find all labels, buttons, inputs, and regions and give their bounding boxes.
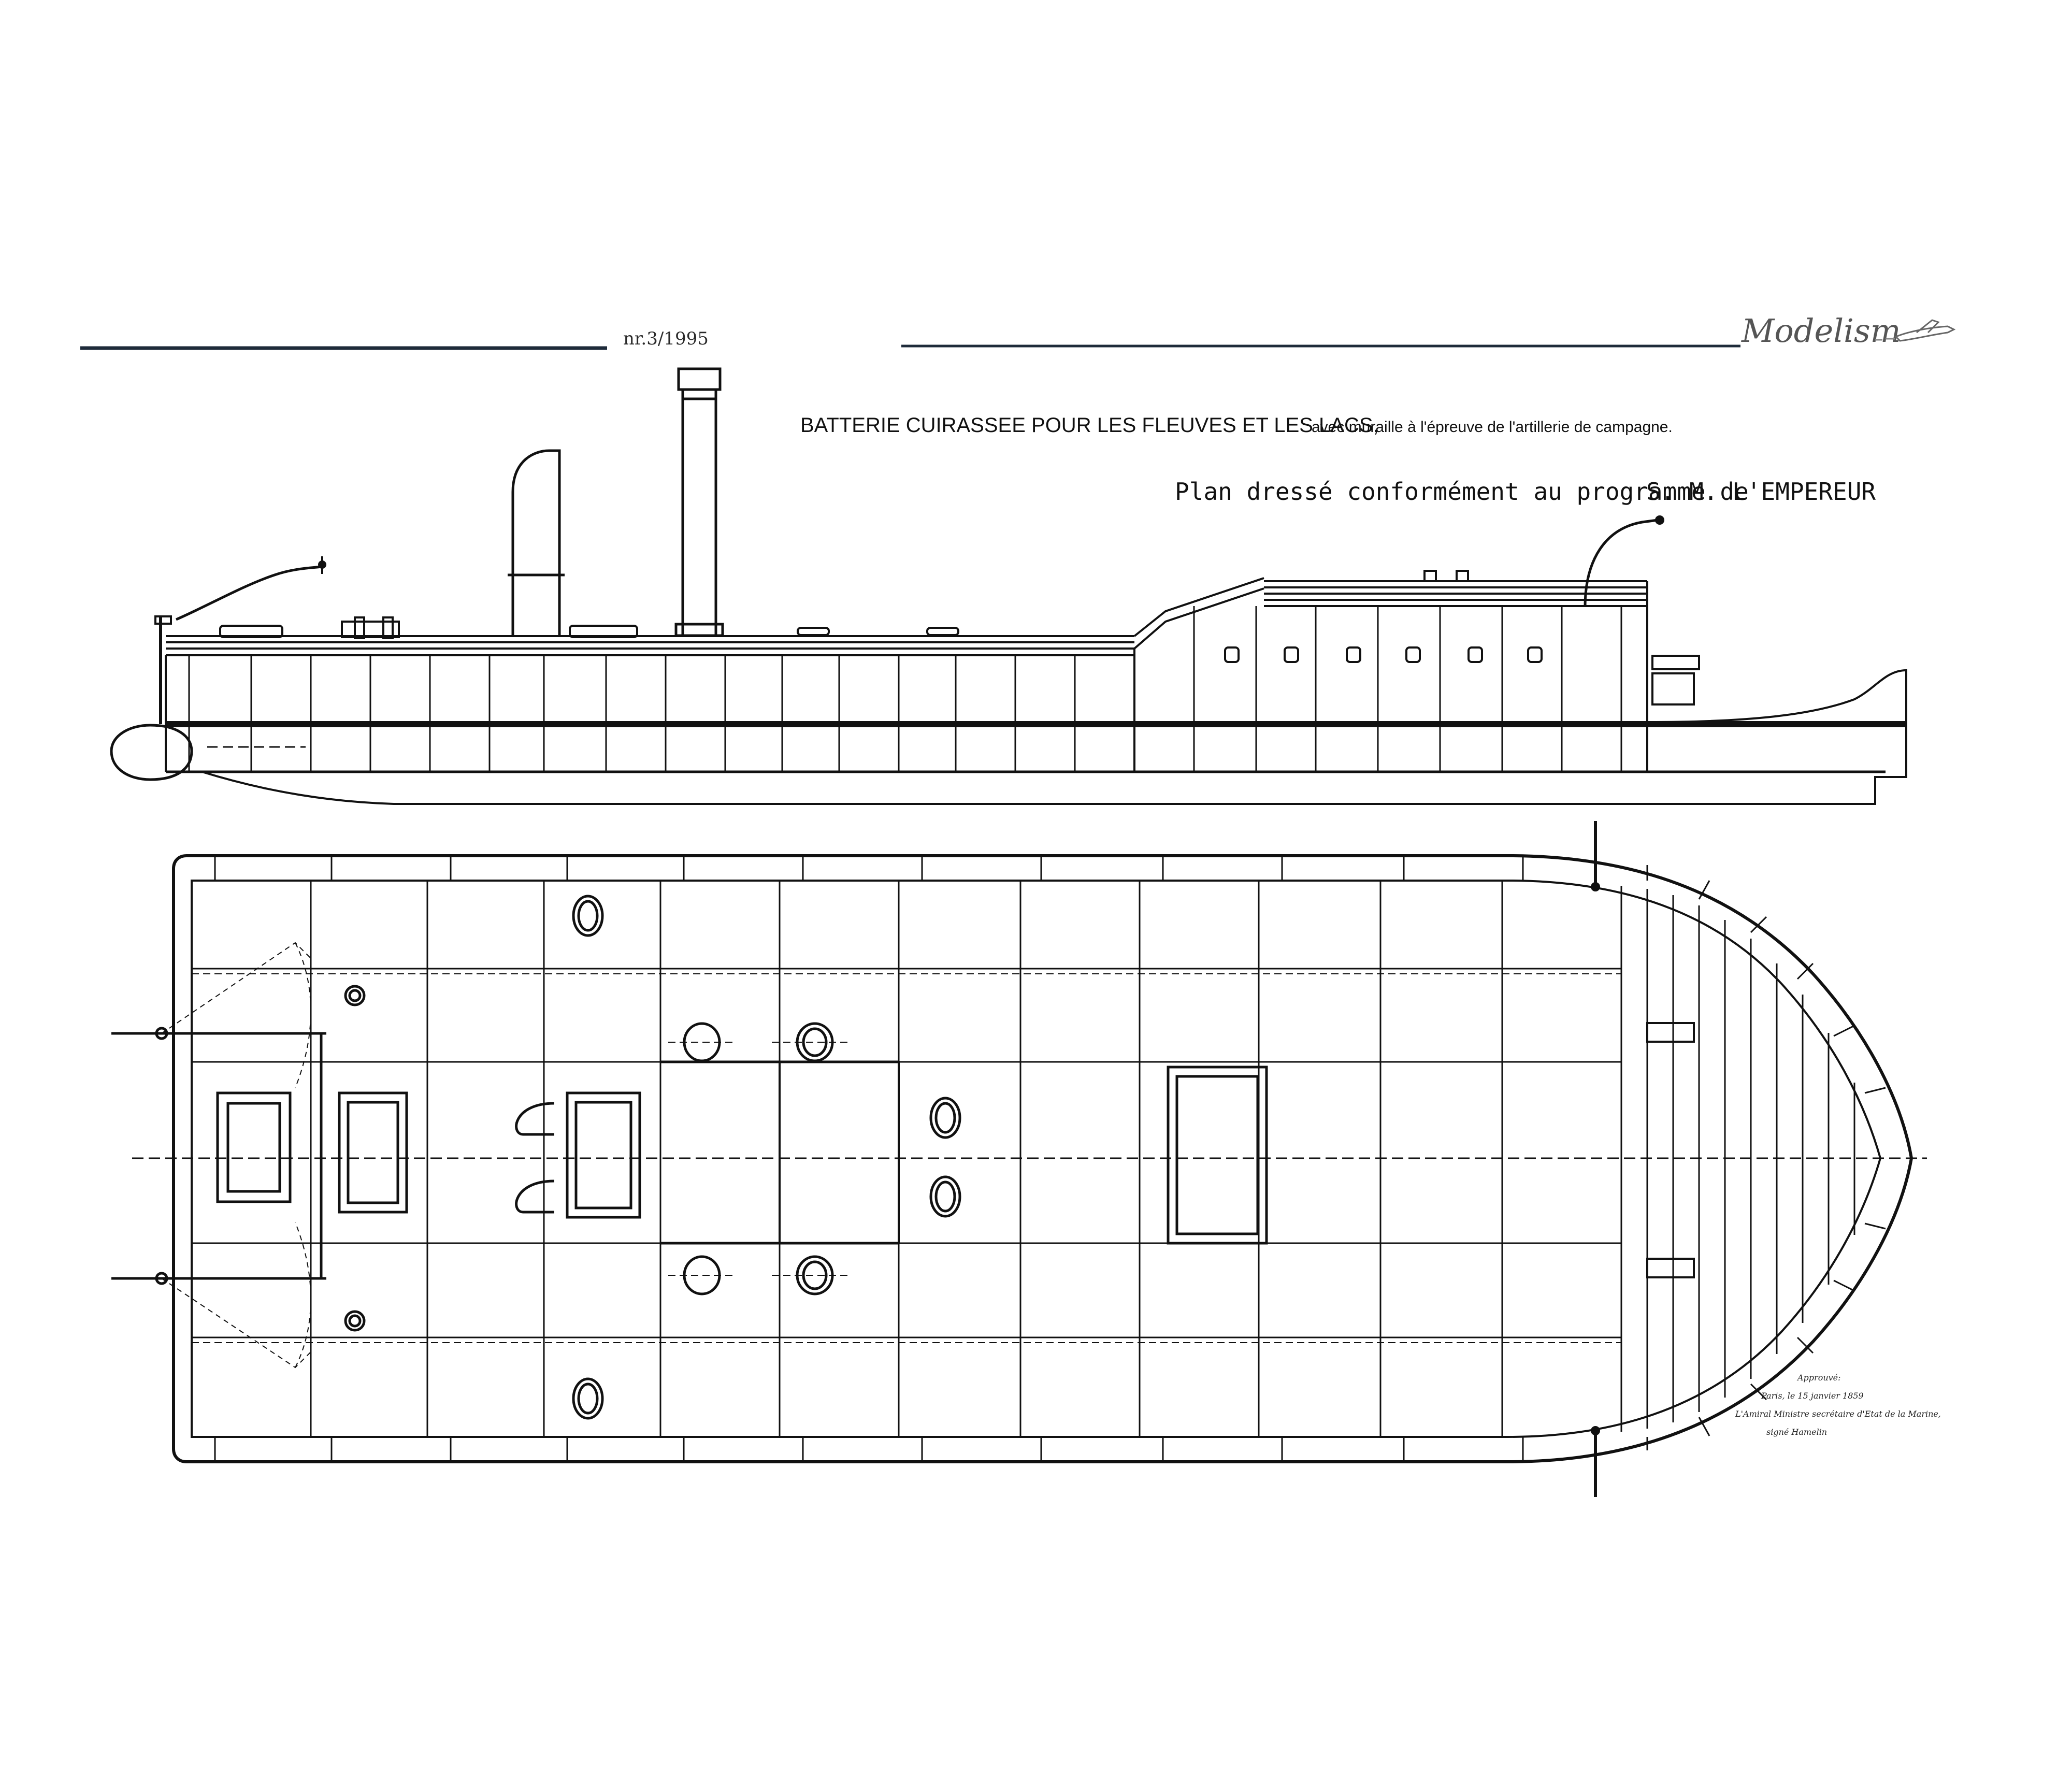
stern-rudders [111, 942, 326, 1369]
approval-line-1: Approuvé: [1796, 1373, 1841, 1383]
deck-longitudinals [192, 968, 1621, 1343]
ventilator [508, 449, 565, 636]
funnel [674, 367, 724, 637]
approval-block: Approuvé: Paris, le 15 janvier 1859 L'Am… [1735, 1373, 1941, 1437]
page-header: nr.3/1995 Modelism [80, 312, 1956, 350]
side-elevation [110, 367, 1907, 805]
plan-note-prefix: Plan dressé conformément au programme de [1175, 478, 1749, 506]
hatches [216, 1066, 1268, 1245]
bow-planking [1620, 886, 1855, 1432]
issue-number: nr.3/1995 [623, 328, 709, 349]
title-main: BATTERIE CUIRASSEE POUR LES FLEUVES ET L… [800, 414, 1379, 437]
approval-line-2: Paris, le 15 janvier 1859 [1761, 1391, 1864, 1401]
airplane-icon [1875, 319, 1956, 342]
gun-ports [1224, 646, 1543, 663]
approval-line-3: L'Amiral Ministre secrétaire d'Etat de l… [1735, 1409, 1941, 1419]
plan-view [111, 821, 1927, 1497]
hull-outline [172, 854, 1913, 1463]
title-sub: avec muraille à l'épreuve de l'artilleri… [1312, 419, 1673, 436]
plan-note-emperor: S. M. L'EMPEREUR [1646, 478, 1876, 506]
plan-note: Plan dressé conformément au programme de… [1175, 478, 1876, 506]
side-frames [188, 606, 1622, 772]
approval-line-4: signé Hamelin [1766, 1427, 1827, 1437]
deck-scuttles [344, 895, 961, 1420]
magazine-logo: Modelism [1741, 312, 1901, 350]
plate-title: BATTERIE CUIRASSEE POUR LES FLEUVES ET L… [800, 414, 1673, 437]
